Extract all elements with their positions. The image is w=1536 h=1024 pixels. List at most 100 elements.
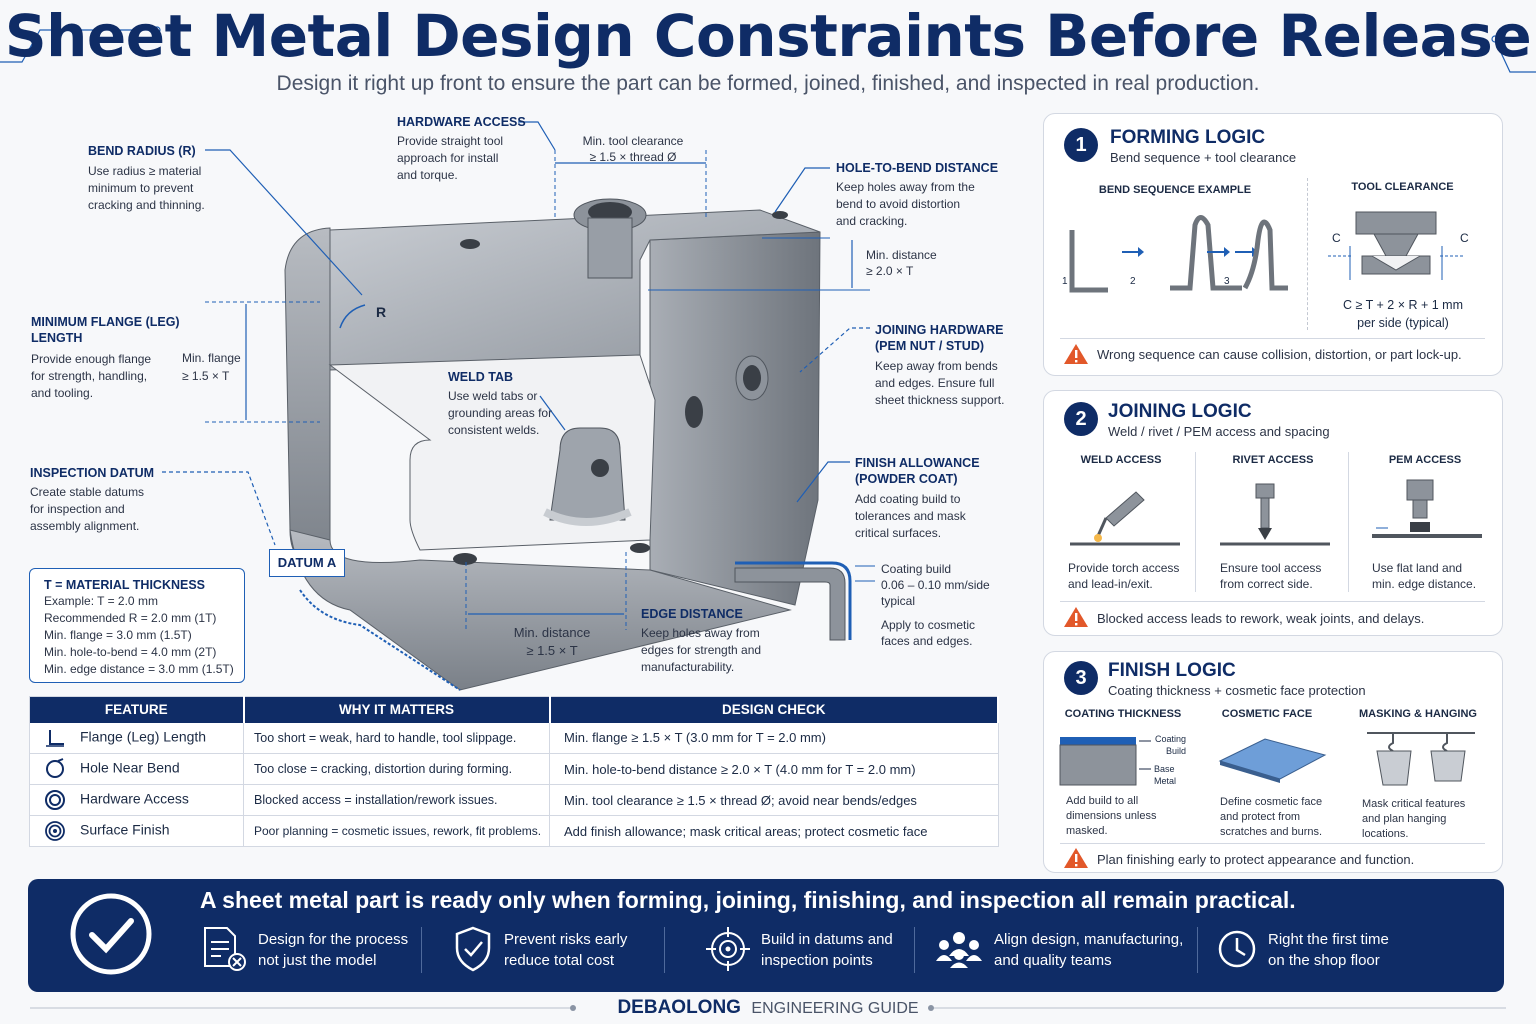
weld-torch-icon <box>1070 491 1180 546</box>
feature-label: Hardware Access <box>80 790 189 807</box>
tool-clearance-line2: ≥ 1.5 × thread Ø <box>589 150 677 164</box>
inspection-datum-line: Create stable datums <box>30 485 145 499</box>
rivet-access-text: Ensure tool access from correct side. <box>1220 560 1321 592</box>
panel-title: FORMING LOGIC <box>1110 127 1266 148</box>
bend-radius-line: minimum to prevent <box>88 181 194 195</box>
coating-text-line: dimensions unless <box>1066 810 1157 822</box>
checkmark-icon <box>70 893 152 975</box>
cosmetic-text-line: and protect from <box>1220 811 1301 823</box>
table-cell-check: Min. tool clearance ≥ 1.5 × thread Ø; av… <box>549 784 999 816</box>
tool-clearance-line1: Min. tool clearance <box>582 134 684 148</box>
table-cell-check: Add finish allowance; mask critical area… <box>549 815 999 847</box>
edge-distance-callout: EDGE DISTANCE Keep holes away from edges… <box>641 606 761 676</box>
table-header: WHY IT MATTERS <box>243 696 551 723</box>
table-cell-feature: Hardware Access <box>29 784 244 816</box>
document-icon <box>204 927 246 971</box>
inspection-datum-line: for inspection and <box>30 502 125 516</box>
hardware-access-line: approach for install <box>397 151 499 165</box>
datum-a-tag: DATUM A <box>269 549 345 577</box>
header-decoration <box>0 26 1536 73</box>
table-cell-why: Blocked access = installation/rework iss… <box>243 784 550 816</box>
feature-label: Flange (Leg) Length <box>80 728 207 745</box>
table-cell-feature: Flange (Leg) Length <box>29 722 244 754</box>
table-cell-why: Too close = cracking, distortion during … <box>243 753 550 785</box>
masking-text: Mask critical features and plan hanging … <box>1362 797 1465 842</box>
min-flange-line: Provide enough flange <box>31 352 152 366</box>
step-number: 3 <box>1224 276 1230 287</box>
coating-layers-icon <box>1059 737 1151 786</box>
pem-press-icon <box>1372 479 1482 538</box>
warning-icon <box>1064 848 1088 868</box>
panel-divider <box>1060 843 1485 844</box>
pem-access-heading: PEM ACCESS <box>1388 454 1462 466</box>
banner-item-line: Prevent risks early <box>504 931 628 948</box>
banner-item-line: Align design, manufacturing, <box>994 931 1184 948</box>
table-header: FEATURE <box>29 696 245 723</box>
cosmetic-text-line: scratches and burns. <box>1220 826 1323 838</box>
rivet-access-line: Ensure tool access <box>1220 561 1322 575</box>
step-number: 1 <box>1062 276 1068 287</box>
rivet-access-line: from correct side. <box>1220 577 1313 591</box>
inspection-datum-line: assembly alignment. <box>30 519 140 533</box>
banner-item-line: Right the first time <box>1268 931 1389 948</box>
weld-tab-callout: WELD TAB Use weld tabs or grounding area… <box>448 369 552 439</box>
masking-text-line: locations. <box>1362 828 1409 840</box>
finish-icons <box>1059 732 1475 786</box>
bracket-illustration <box>162 121 875 691</box>
table-header: DESIGN CHECK <box>549 696 999 723</box>
hole-icon <box>46 758 64 778</box>
edge-distance-line: manufacturability. <box>641 660 735 674</box>
clearance-formula: C ≥ T + 2 × R + 1 mm per side (typical) <box>1318 296 1488 332</box>
banner-item-line: not just the model <box>258 952 377 969</box>
edge-distance-title: EDGE DISTANCE <box>641 607 743 621</box>
bend-radius-callout: BEND RADIUS (R) Use radius ≥ material mi… <box>88 143 205 214</box>
weld-access-line: Provide torch access <box>1068 561 1180 575</box>
coating-build-note-line: faces and edges. <box>881 634 973 648</box>
table-cell-feature: Surface Finish <box>29 815 244 847</box>
panel-divider <box>1060 601 1485 602</box>
page-subtitle: Design it right up front to ensure the p… <box>276 72 1260 95</box>
base-tag-line: Base <box>1154 764 1175 774</box>
weld-tab-line: consistent welds. <box>448 423 540 437</box>
weld-access-line: and lead-in/exit. <box>1068 577 1153 591</box>
bend-sequence-heading: BEND SEQUENCE EXAMPLE <box>1098 184 1252 196</box>
coating-build-note: Coating build 0.06 – 0.10 mm/side typica… <box>881 561 990 649</box>
hardware-icon <box>45 790 65 810</box>
edge-distance-line: edges for strength and <box>641 643 762 657</box>
rivet-icon <box>1220 483 1330 546</box>
forming-warning: Wrong sequence can cause collision, dist… <box>1097 347 1462 362</box>
pem-access-line: min. edge distance. <box>1372 577 1477 591</box>
hole-to-bend-title: HOLE-TO-BEND DISTANCE <box>836 161 999 175</box>
thickness-line: Min. edge distance = 3.0 mm (1.5T) <box>44 662 234 676</box>
panel-number: 2 <box>1064 402 1098 436</box>
edge-dim-line1: Min. distance <box>513 625 591 640</box>
hole-to-bend-line: and cracking. <box>836 214 908 228</box>
joining-hardware-line: sheet thickness support. <box>875 393 1005 407</box>
formula-line: C ≥ T + 2 × R + 1 mm <box>1343 298 1463 312</box>
table-cell-check: Min. hole-to-bend distance ≥ 2.0 × T (4.… <box>549 753 999 785</box>
panel-title: JOINING LOGIC <box>1108 401 1252 422</box>
weld-access-text: Provide torch access and lead-in/exit. <box>1068 560 1179 592</box>
finish-warning: Plan finishing early to protect appearan… <box>1097 852 1415 867</box>
coating-build-line: typical <box>881 594 916 608</box>
finish-allowance-line: tolerances and mask <box>855 509 966 523</box>
min-flange-line: and tooling. <box>31 386 94 400</box>
tool-clearance-dim: Min. tool clearance ≥ 1.5 × thread Ø <box>580 133 686 165</box>
finish-allowance-callout: FINISH ALLOWANCE (POWDER COAT) Add coati… <box>855 455 980 542</box>
joining-hardware-title: (PEM NUT / STUD) <box>875 339 985 353</box>
coating-thickness-text: Add build to all dimensions unless maske… <box>1066 794 1157 839</box>
feature-table: FEATURE WHY IT MATTERS DESIGN CHECK Flan… <box>29 696 999 847</box>
edge-distance-line: Keep holes away from <box>641 626 760 640</box>
step-number: 2 <box>1130 276 1136 287</box>
panel-subtitle: Bend sequence + tool clearance <box>1110 150 1297 165</box>
table-row: Hardware Access Blocked access = install… <box>29 784 999 816</box>
min-flange-dim: Min. flange ≥ 1.5 × T <box>182 349 241 385</box>
edge-distance-dim: Min. distance ≥ 1.5 × T <box>503 624 601 660</box>
radius-marker: R <box>376 304 387 320</box>
banner-title: A sheet metal part is ready only when fo… <box>200 887 1296 913</box>
panel-title: FINISH LOGIC <box>1108 660 1236 681</box>
banner-item-text: Build in datums and inspection points <box>761 929 893 971</box>
hardware-access-line: and torque. <box>397 168 458 182</box>
coating-build-line: 0.06 – 0.10 mm/side <box>881 578 990 592</box>
bend-radius-line: cracking and thinning. <box>88 198 205 212</box>
